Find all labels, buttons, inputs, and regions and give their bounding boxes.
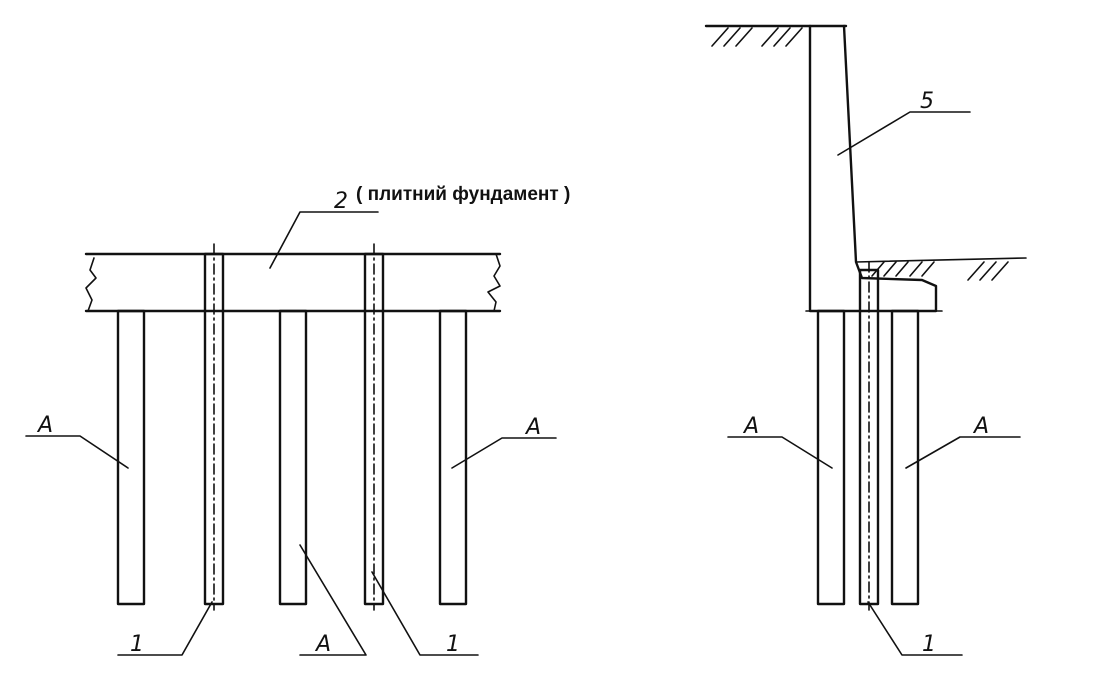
- slab-break-right: [487, 253, 501, 312]
- label-pile-a-center: A: [314, 632, 331, 657]
- upper-ground-hatch: [711, 27, 803, 47]
- lower-ground-hatch: [871, 261, 1009, 281]
- leader-pile-1-right: [371, 571, 479, 656]
- slab-break-left: [85, 257, 97, 312]
- leader-wall-pile-a-left: [727, 436, 833, 469]
- label-pile-1-left: 1: [130, 632, 144, 657]
- leader-slab: [269, 211, 379, 269]
- leader-pile-a-center: [299, 544, 367, 656]
- slab-foundation: [84, 252, 502, 313]
- wall-piles: [816, 261, 920, 611]
- leaders-left: [25, 211, 557, 656]
- pile-a-left: [116, 309, 146, 606]
- label-wall-pile-a-right: A: [972, 414, 989, 439]
- label-wall-pile-a-left: A: [742, 414, 759, 439]
- label-wall-number: 5: [920, 89, 934, 114]
- piles-type-1: [203, 243, 385, 611]
- leaders-right: [727, 111, 1021, 656]
- pile-a-right: [438, 309, 468, 606]
- leader-pile-a-right: [451, 437, 557, 469]
- label-wall-pile-1: 1: [922, 632, 936, 657]
- leader-wall: [837, 111, 971, 156]
- label-pile-a-right: A: [524, 415, 541, 440]
- label-pile-1-right: 1: [446, 632, 460, 657]
- piles-type-a: [116, 309, 468, 606]
- leader-wall-pile-1: [867, 601, 963, 656]
- leader-wall-pile-a-right: [905, 436, 1021, 469]
- wall-pile-a-right: [890, 309, 920, 606]
- lower-ground-line: [855, 257, 1027, 263]
- pile-a-center: [278, 309, 308, 606]
- label-pile-a-left: A: [36, 413, 53, 438]
- retaining-wall: [704, 24, 1027, 313]
- leader-pile-1-left: [117, 601, 213, 656]
- label-slab-caption: ( плитний фундамент ): [356, 184, 570, 205]
- leader-pile-a-left: [25, 435, 129, 469]
- wall-pile-a-left: [816, 309, 846, 606]
- label-slab-number: 2: [334, 189, 348, 214]
